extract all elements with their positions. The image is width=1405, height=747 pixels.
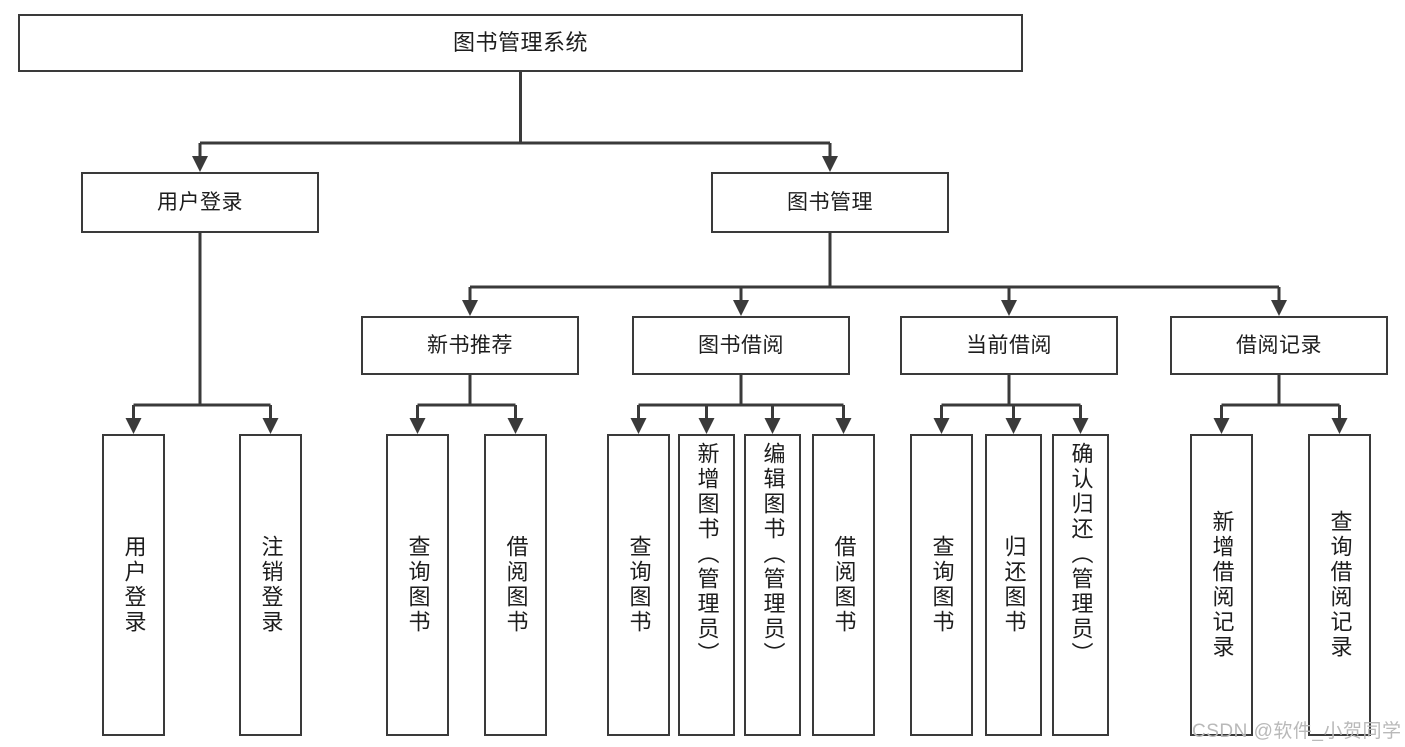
node-login[interactable]: 用户登录: [81, 172, 319, 233]
node-label: 注销登录: [258, 535, 284, 635]
node-label: 借阅图书: [831, 535, 857, 635]
node-label: 新增图书（管理员）: [694, 442, 720, 667]
node-label: 确认归还（管理员）: [1068, 442, 1094, 667]
node-label: 查询图书: [929, 535, 955, 635]
node-label: 查询图书: [626, 535, 652, 635]
node-leaf-bor-3[interactable]: 编辑图书（管理员）: [744, 434, 801, 736]
node-label: 图书管理系统: [452, 29, 588, 55]
node-current[interactable]: 当前借阅: [900, 316, 1118, 375]
node-label: 当前借阅: [966, 333, 1052, 357]
node-leaf-bor-2[interactable]: 新增图书（管理员）: [678, 434, 735, 736]
node-leaf-bor-1[interactable]: 查询图书: [607, 434, 670, 736]
node-borrow[interactable]: 图书借阅: [632, 316, 850, 375]
node-root[interactable]: 图书管理系统: [18, 14, 1023, 72]
node-label: 借阅记录: [1236, 333, 1322, 357]
node-label: 新书推荐: [427, 333, 513, 357]
watermark-text: CSDN @软件_小贺同学: [1192, 721, 1402, 742]
node-label: 用户登录: [157, 190, 243, 214]
node-label: 图书管理: [787, 190, 873, 214]
node-bookmgmt[interactable]: 图书管理: [711, 172, 949, 233]
node-leaf-cur-1[interactable]: 查询图书: [910, 434, 973, 736]
node-newbook[interactable]: 新书推荐: [361, 316, 579, 375]
node-label: 借阅图书: [503, 535, 529, 635]
node-label: 编辑图书（管理员）: [760, 442, 786, 667]
node-label: 新增借阅记录: [1209, 510, 1235, 660]
node-label: 图书借阅: [698, 333, 784, 357]
node-leaf-cur-3[interactable]: 确认归还（管理员）: [1052, 434, 1109, 736]
node-leaf-login-2[interactable]: 注销登录: [239, 434, 302, 736]
node-label: 归还图书: [1001, 535, 1027, 635]
node-leaf-new-2[interactable]: 借阅图书: [484, 434, 547, 736]
node-leaf-bor-4[interactable]: 借阅图书: [812, 434, 875, 736]
node-label: 用户登录: [121, 535, 147, 635]
node-label: 查询图书: [405, 535, 431, 635]
node-leaf-new-1[interactable]: 查询图书: [386, 434, 449, 736]
node-label: 查询借阅记录: [1327, 510, 1353, 660]
node-leaf-rec-1[interactable]: 新增借阅记录: [1190, 434, 1253, 736]
node-leaf-rec-2[interactable]: 查询借阅记录: [1308, 434, 1371, 736]
node-leaf-login-1[interactable]: 用户登录: [102, 434, 165, 736]
node-records[interactable]: 借阅记录: [1170, 316, 1388, 375]
node-leaf-cur-2[interactable]: 归还图书: [985, 434, 1042, 736]
